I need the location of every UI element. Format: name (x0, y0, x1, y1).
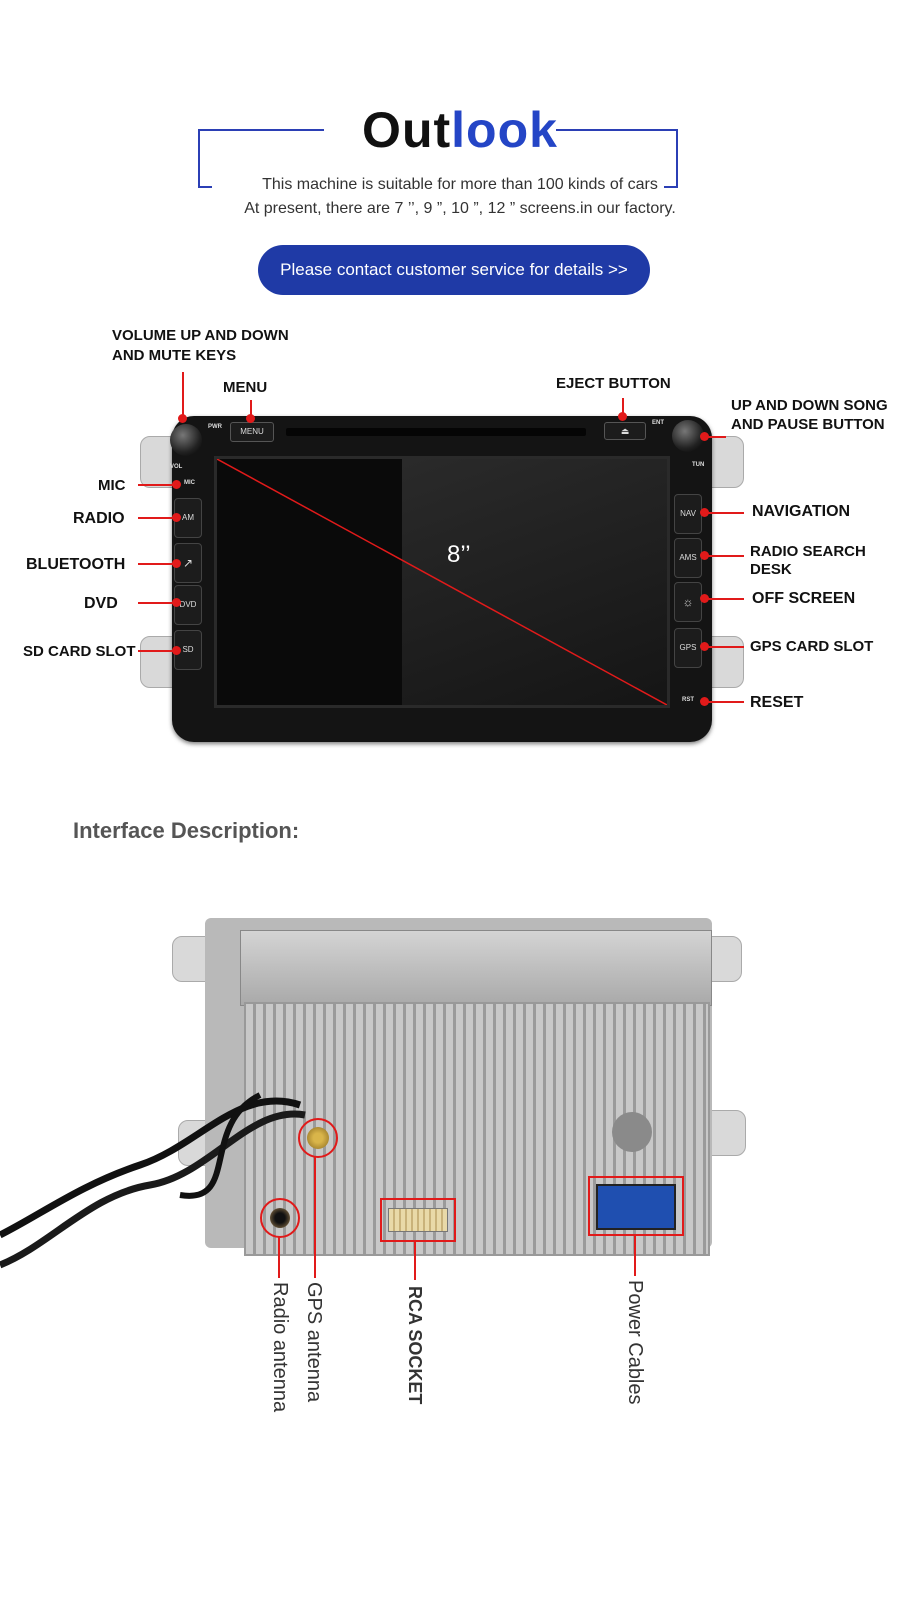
label-gps-slot: GPS CARD SLOT (750, 638, 874, 655)
callout-eject-line (622, 398, 624, 416)
callout-reset-dot (700, 697, 709, 706)
gps-connector-icon (307, 1127, 329, 1149)
rst-button[interactable]: RST (682, 697, 694, 703)
frame-line-bottom-right (664, 186, 678, 188)
label-radio-search: RADIO SEARCH (750, 543, 866, 560)
nav-button[interactable]: NAV (674, 494, 702, 534)
top-shield (240, 930, 712, 1006)
callout-dvd-dot (172, 598, 181, 607)
label-menu: MENU (223, 379, 268, 396)
power-socket[interactable] (588, 1176, 684, 1236)
callout-reset-line (704, 701, 744, 703)
label-sd-slot: SD CARD SLOT (23, 643, 136, 660)
callout-mic-dot (172, 480, 181, 489)
frame-line-bottom-left (198, 186, 212, 188)
label-radio-antenna: Radio antenna (269, 1282, 291, 1413)
line-radio-antenna (278, 1236, 280, 1278)
callout-nav-line (704, 512, 744, 514)
label-power-cables: Power Cables (624, 1280, 646, 1405)
callout-volume-dot (178, 414, 187, 423)
label-rca-socket: RCA SOCKET (405, 1286, 425, 1405)
callout-ams-dot (700, 551, 709, 560)
frame-line-left (198, 129, 200, 187)
contact-customer-service-button[interactable]: Please contact customer service for deta… (258, 245, 650, 295)
off-screen-button[interactable]: ☼ (674, 582, 702, 622)
label-dvd: DVD (84, 595, 118, 612)
label-navigation: NAVIGATION (752, 503, 851, 520)
touch-screen[interactable]: 8’’ (214, 456, 670, 708)
label-gps-antenna: GPS antenna (303, 1282, 325, 1403)
rca-socket[interactable] (380, 1198, 456, 1242)
label-bluetooth: BLUETOOTH (26, 556, 126, 573)
label-off-screen: OFF SCREEN (752, 590, 856, 607)
callout-gps-line (704, 646, 744, 648)
callout-ams-line (704, 555, 744, 557)
tun-label: TUN (692, 462, 705, 468)
ent-label: ENT (652, 420, 664, 426)
label-volume: VOLUME UP AND DOWN (112, 327, 289, 344)
radio-antenna-port[interactable] (260, 1198, 300, 1238)
callout-sd-dot (172, 646, 181, 655)
label-eject: EJECT BUTTON (556, 375, 671, 392)
subtitle-line-1: This machine is suitable for more than 1… (262, 176, 658, 193)
callout-bluetooth-line (138, 563, 176, 565)
screen-reflection (402, 459, 667, 705)
callout-gps-dot (700, 642, 709, 651)
gps-antenna-port[interactable] (298, 1118, 338, 1158)
brightness-icon: ☼ (682, 595, 694, 609)
subtitle-line-2: At present, there are 7 ’’, 9 ”, 10 ”, 1… (244, 200, 676, 217)
frame-line-right (676, 129, 678, 187)
vol-label: VOL (170, 464, 183, 470)
frame-line-top-right (556, 129, 678, 131)
cable-bundle (0, 1092, 306, 1269)
callout-bluetooth-dot (172, 559, 181, 568)
pwr-label: PWR (208, 424, 222, 430)
callout-off-screen-dot (700, 594, 709, 603)
callout-dvd-line (138, 602, 176, 604)
phone-icon: ↗ (182, 556, 194, 570)
callout-off-screen-line (704, 598, 744, 600)
label-radio-search-2: DESK (750, 561, 792, 578)
line-power (634, 1234, 636, 1276)
screen-size-label: 8’’ (447, 541, 471, 568)
gps-slot[interactable]: GPS (674, 628, 702, 668)
volume-knob[interactable] (170, 424, 202, 456)
line-rca (414, 1240, 416, 1280)
menu-button[interactable]: MENU (230, 422, 274, 442)
rca-pins-icon (388, 1208, 448, 1232)
label-volume-2: AND MUTE KEYS (112, 347, 237, 364)
callout-updown-dot (700, 432, 709, 441)
callout-menu-dot (246, 414, 255, 423)
callout-nav-dot (700, 508, 709, 517)
callout-mic-line (138, 484, 176, 486)
callout-volume-line (182, 372, 184, 418)
interface-heading: Interface Description: (73, 818, 300, 843)
ams-button[interactable]: AMS (674, 538, 702, 578)
eject-icon: ⏏ (620, 426, 630, 436)
disc-slot (286, 428, 586, 436)
label-radio: RADIO (73, 510, 125, 527)
page-title: Outlook (362, 102, 558, 158)
power-connector-icon (596, 1184, 676, 1230)
diagonal-line (217, 459, 667, 705)
callout-sd-line (138, 650, 176, 652)
screw-hole (612, 1112, 652, 1152)
label-reset: RESET (750, 694, 804, 711)
mic-hole-label: MIC (184, 480, 195, 486)
eject-button[interactable]: ⏏ (604, 422, 646, 440)
callout-menu-line (250, 400, 252, 418)
label-updown: UP AND DOWN SONG (731, 397, 888, 414)
line-gps-antenna (314, 1156, 316, 1278)
callout-eject-dot (618, 412, 627, 421)
tune-knob[interactable] (672, 420, 704, 452)
frame-line-top-left (198, 129, 324, 131)
radio-connector-icon (270, 1208, 290, 1228)
callout-updown-line (704, 436, 726, 438)
callout-radio-dot (172, 513, 181, 522)
callout-radio-line (138, 517, 176, 519)
label-mic: MIC (98, 477, 126, 494)
label-updown-2: AND PAUSE BUTTON (731, 416, 885, 433)
